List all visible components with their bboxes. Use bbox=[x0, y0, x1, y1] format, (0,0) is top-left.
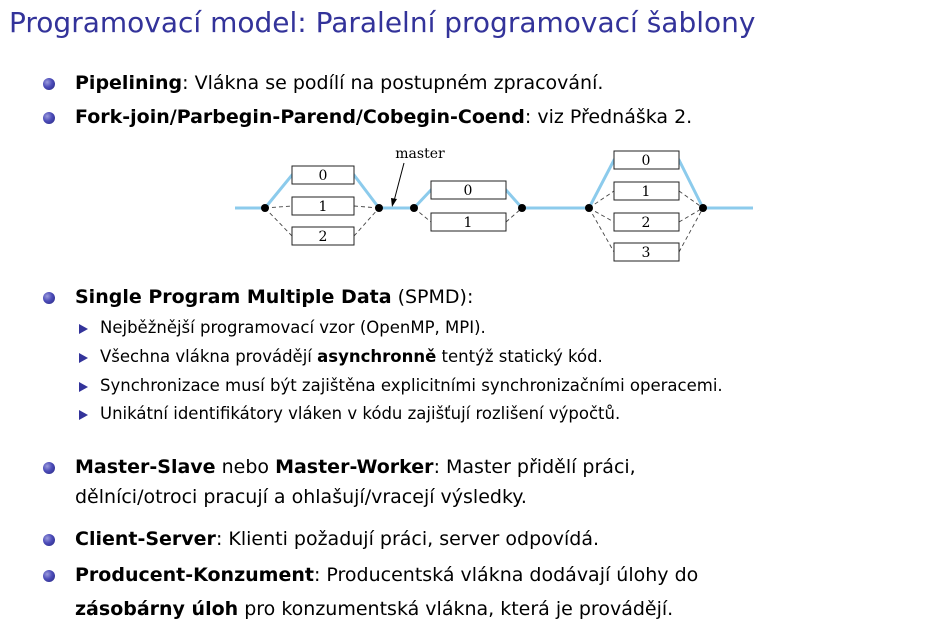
bullet-producer-line2: zásobárny úloh pro konzumentská vlákna, … bbox=[75, 598, 674, 620]
task-label: 3 bbox=[642, 245, 651, 261]
task-label: 0 bbox=[642, 153, 651, 169]
term-async: asynchronně bbox=[317, 347, 437, 366]
sub-bullet-icon bbox=[79, 324, 88, 334]
task-label: 0 bbox=[319, 168, 328, 184]
sub-bullet-icon bbox=[79, 353, 88, 363]
bullet-icon bbox=[43, 534, 55, 546]
bullet-icon bbox=[43, 78, 55, 90]
task-label: 2 bbox=[319, 229, 328, 245]
master-label: master bbox=[395, 146, 445, 162]
sub-bullet-icon bbox=[79, 382, 88, 392]
page-title: Programovací model: Paralelní programova… bbox=[9, 6, 756, 39]
sub-bullet-icon bbox=[79, 410, 88, 420]
bullet-icon bbox=[43, 462, 55, 474]
bullet-icon bbox=[43, 570, 55, 582]
task-label: 2 bbox=[642, 215, 651, 231]
term-spmd: Single Program Multiple Data bbox=[75, 286, 392, 308]
bullet-icon bbox=[43, 292, 55, 304]
task-label: 0 bbox=[464, 183, 473, 199]
task-label: 1 bbox=[464, 215, 473, 231]
task-label: 1 bbox=[319, 199, 328, 215]
task-label: 1 bbox=[642, 184, 651, 200]
bullet-master-line2: dělníci/otroci pracují a ohlašují/vracej… bbox=[75, 486, 527, 508]
term-forkjoin: Fork-join/Parbegin-Parend/Cobegin-Coend bbox=[75, 106, 525, 128]
term-pipelining: Pipelining bbox=[75, 72, 183, 94]
bullet-icon bbox=[43, 112, 55, 124]
